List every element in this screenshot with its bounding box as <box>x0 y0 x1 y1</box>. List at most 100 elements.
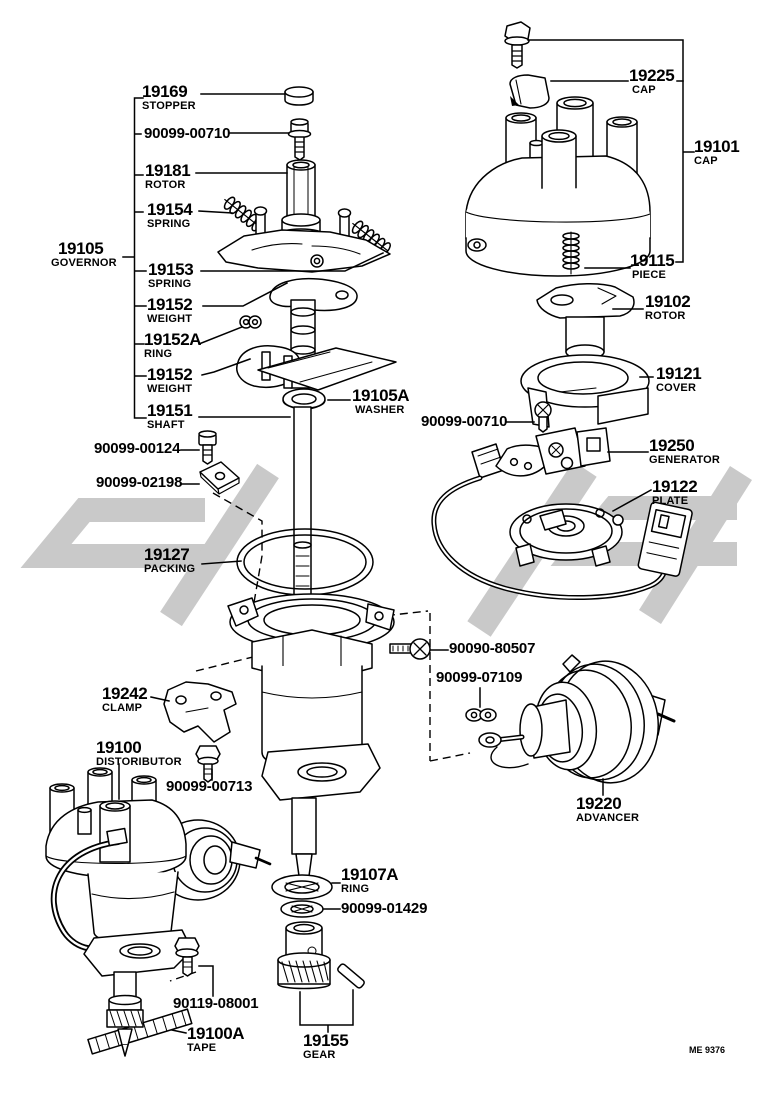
part-name: PLATE <box>652 495 689 507</box>
cap-piece-19225-part <box>509 74 550 109</box>
part-name: RING <box>144 348 173 360</box>
cap-bracket <box>527 39 695 263</box>
spring-19115-part <box>562 231 580 275</box>
screw-90099-00710-right <box>534 401 552 433</box>
bolt-90099-00713 <box>195 745 221 783</box>
label-90099-07109: 90099-07109 <box>436 670 522 685</box>
part-name: TAPE <box>187 1042 217 1054</box>
part-number: 19152 <box>147 365 193 384</box>
governor-bracket <box>122 97 147 419</box>
label-19102: 19102 ROTOR <box>645 293 691 322</box>
part-number: 19169 <box>142 82 188 101</box>
stopper-part <box>284 86 314 106</box>
connector-19122-part <box>637 501 693 577</box>
governor-plate-part <box>217 206 391 273</box>
part-number: 90090-80507 <box>449 640 536 657</box>
page-code: ME 9376 <box>689 1045 726 1055</box>
part-name: CAP <box>632 84 656 96</box>
label-90099-02198: 90099-02198 <box>96 475 182 490</box>
part-name: SHAFT <box>147 419 185 431</box>
part-number: 19122 <box>652 477 698 496</box>
wire-harness-part <box>431 475 669 601</box>
label-19250: 19250 GENERATOR <box>649 437 720 466</box>
nut-90099-02198 <box>199 461 240 495</box>
label-19121: 19121 COVER <box>656 365 702 394</box>
label-90119-08001: 90119-08001 <box>173 995 259 1012</box>
part-number: 19155 <box>303 1031 349 1050</box>
label-19100A: 19100A TAPE <box>187 1024 245 1054</box>
distributor-cap-body <box>45 767 187 944</box>
clip-90099-07109 <box>465 708 497 722</box>
part-number: 19100A <box>187 1024 245 1043</box>
label-19105: 19105 GOVERNOR <box>51 240 117 269</box>
generator-19250-part <box>471 427 611 479</box>
label-19107A: 19107A RING <box>341 865 399 895</box>
part-number: 19127 <box>144 545 190 564</box>
part-name: CAP <box>694 155 718 167</box>
label-19100: 19100 DISTORIBUTOR <box>96 739 182 768</box>
part-number: 19220 <box>576 794 622 813</box>
label-19101: 19101 CAP <box>694 138 740 167</box>
part-number: 90099-07109 <box>436 669 523 686</box>
part-number: 19105A <box>352 386 410 405</box>
clamp-19242-part <box>163 681 237 743</box>
part-name: PIECE <box>632 269 667 281</box>
rotor-19102-part <box>536 283 635 360</box>
part-name: WASHER <box>355 404 405 416</box>
label-19127: 19127 PACKING <box>144 546 195 575</box>
part-name: WEIGHT <box>147 383 193 395</box>
label-90099-00710-left: 90099-00710 <box>144 126 230 141</box>
part-name: CLAMP <box>102 702 143 714</box>
label-19105A: 19105A WASHER <box>352 386 410 416</box>
part-name: ADVANCER <box>576 812 640 824</box>
part-number: 19115 <box>630 251 675 270</box>
bolt-90099-00124 <box>198 430 217 465</box>
advancer-drawing <box>389 638 676 784</box>
governor-base-plate-part <box>257 347 397 391</box>
ring-19107A-part <box>271 874 333 900</box>
bolt-90099-00710-left <box>287 118 312 161</box>
part-number: 19154 <box>147 200 193 219</box>
part-name: PACKING <box>144 563 196 575</box>
label-90090-80507: 90090-80507 <box>449 641 535 656</box>
pin-part <box>337 963 365 989</box>
governor-assembly-drawing <box>198 86 397 638</box>
part-name: GEAR <box>303 1049 336 1061</box>
part-name: GOVERNOR <box>51 257 117 269</box>
label-19169: 19169 STOPPER <box>142 83 196 112</box>
ring-19152A-part <box>239 315 262 329</box>
part-number: 19151 <box>147 401 193 420</box>
label-19152-upper: 19152 WEIGHT <box>147 296 193 325</box>
label-19153: 19153 SPRING <box>148 261 194 290</box>
part-name: ROTOR <box>145 179 186 191</box>
part-number: 19181 <box>145 161 191 180</box>
part-number: 19107A <box>341 865 399 884</box>
label-19115: 19115 PIECE <box>630 251 675 281</box>
cap-bolt-part <box>504 21 531 69</box>
label-90099-00710-right: 90099-00710 <box>421 414 507 429</box>
label-19220: 19220 ADVANCER <box>576 795 639 824</box>
bolt-90090-80507 <box>389 638 431 660</box>
part-number: 90119-08001 <box>173 995 259 1012</box>
part-number: 90099-00710 <box>144 125 231 142</box>
part-name: COVER <box>656 382 697 394</box>
part-number: 19105 <box>58 239 104 258</box>
label-90099-01429: 90099-01429 <box>341 901 427 916</box>
part-number: 90099-00713 <box>166 778 253 795</box>
washer-19105A-part <box>282 388 326 410</box>
part-name: STOPPER <box>142 100 196 112</box>
plate-19122-part <box>509 503 624 567</box>
label-19181: 19181 ROTOR <box>145 161 191 191</box>
part-number: 90099-00710 <box>421 413 508 430</box>
label-19242: 19242 CLAMP <box>102 685 148 714</box>
part-name: SPRING <box>148 278 192 290</box>
label-90099-00124: 90099-00124 <box>94 441 180 456</box>
label-19151: 19151 SHAFT <box>147 401 193 431</box>
label-19122: 19122 PLATE <box>652 477 698 507</box>
distributor-cap-19101-part <box>465 96 651 277</box>
cap-assembly-drawing <box>431 21 693 601</box>
bolt-90119-08001 <box>174 937 200 977</box>
part-number: 90099-00124 <box>94 440 181 457</box>
